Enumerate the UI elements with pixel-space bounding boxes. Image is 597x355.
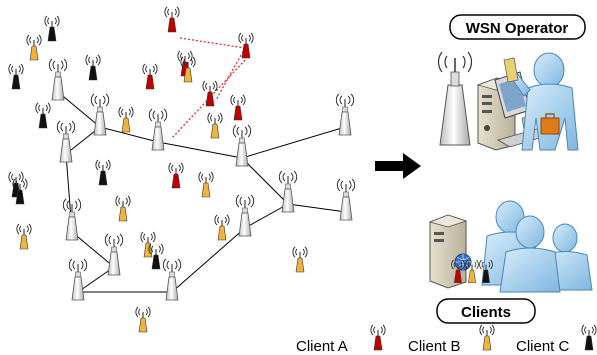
sensor-node-icon <box>115 195 131 222</box>
sensor-node-icon <box>148 243 164 270</box>
clients-group-icon <box>481 200 593 293</box>
sensor-node-icon <box>214 214 230 241</box>
network-link <box>171 227 246 293</box>
sensor-node-icon <box>85 54 101 81</box>
gateway-node-icon <box>437 51 473 146</box>
operator-label: WSN Operator <box>466 20 569 37</box>
gateway-node-icon <box>162 258 182 301</box>
gateway-node-icon <box>148 108 168 151</box>
sensor-node-icon <box>292 246 308 273</box>
sensor-node-icon <box>465 259 479 283</box>
private-client-links <box>171 37 246 139</box>
private-link <box>215 47 246 101</box>
network-link <box>57 91 101 128</box>
sensor-node-icon <box>180 56 196 83</box>
sensor-node-icon <box>8 63 24 90</box>
gateway-node-icon <box>48 58 68 101</box>
sensor-nodes <box>8 6 308 333</box>
operator-label-box <box>449 14 586 40</box>
legend-label-b: Client B <box>408 338 461 355</box>
clients-group: Clients <box>428 200 593 324</box>
network-link <box>287 203 347 213</box>
sensor-node-icon <box>142 63 158 90</box>
network-link <box>71 231 115 268</box>
sensor-node-icon <box>140 231 156 258</box>
gateway-node-icon <box>232 124 252 167</box>
gateway-node-icon <box>104 233 124 276</box>
network-link <box>99 126 159 143</box>
sensor-node-icon <box>479 324 495 351</box>
sensor-node-icon <box>479 259 493 283</box>
gateway-node-icon <box>68 258 88 301</box>
sensor-node-icon <box>370 324 386 351</box>
sensor-node-icon <box>164 6 180 33</box>
client-sensor-icons <box>451 259 493 283</box>
sensor-node-icon <box>12 178 28 205</box>
network-links <box>57 91 347 293</box>
sensor-node-icon <box>118 106 134 133</box>
sensor-node-icon <box>207 112 223 139</box>
clients-label-box <box>436 298 536 324</box>
network-link <box>77 266 115 293</box>
sensor-node-icon <box>581 324 597 351</box>
legend-label-a: Client A <box>296 338 348 355</box>
sensor-node-icon <box>168 162 184 189</box>
network-link <box>241 126 346 159</box>
private-link <box>179 37 246 49</box>
sensor-node-icon <box>581 324 597 351</box>
gateway-node-icon <box>62 198 82 241</box>
wsn-operator-group: WSN Operator <box>437 14 586 151</box>
clients-label: Clients <box>461 304 511 321</box>
gateway-node-icon <box>336 178 356 221</box>
gateway-node-icon <box>235 194 255 237</box>
network-link <box>244 203 289 229</box>
sensor-node-icon <box>95 159 111 186</box>
gateway-node-icon <box>56 120 76 163</box>
sensor-node-icon <box>26 34 42 61</box>
legend: Client A Client B Client C <box>296 324 597 355</box>
operator-person-icon <box>503 52 579 151</box>
sensor-node-icon <box>479 324 495 351</box>
gateway-node-icon <box>90 93 110 136</box>
right-arrow-icon <box>375 153 421 179</box>
gateway-node-icon <box>278 170 298 213</box>
sensor-node-icon <box>451 259 465 283</box>
sensor-node-icon <box>44 15 60 42</box>
sensor-node-icon <box>16 223 32 250</box>
gateway-nodes <box>48 58 356 301</box>
legend-label-c: Client C <box>516 338 570 355</box>
sensor-node-icon <box>35 102 51 129</box>
network-link <box>241 157 289 205</box>
network-link <box>157 141 243 159</box>
sensor-node-icon <box>370 324 386 351</box>
sensor-node-icon <box>230 94 246 121</box>
sensor-node-icon <box>202 80 218 107</box>
server-icon <box>428 214 472 289</box>
sensor-node-icon <box>198 171 214 198</box>
sensor-node-icon <box>238 32 254 59</box>
sensor-node-icon <box>135 306 151 333</box>
gateway-node-icon <box>335 93 355 136</box>
